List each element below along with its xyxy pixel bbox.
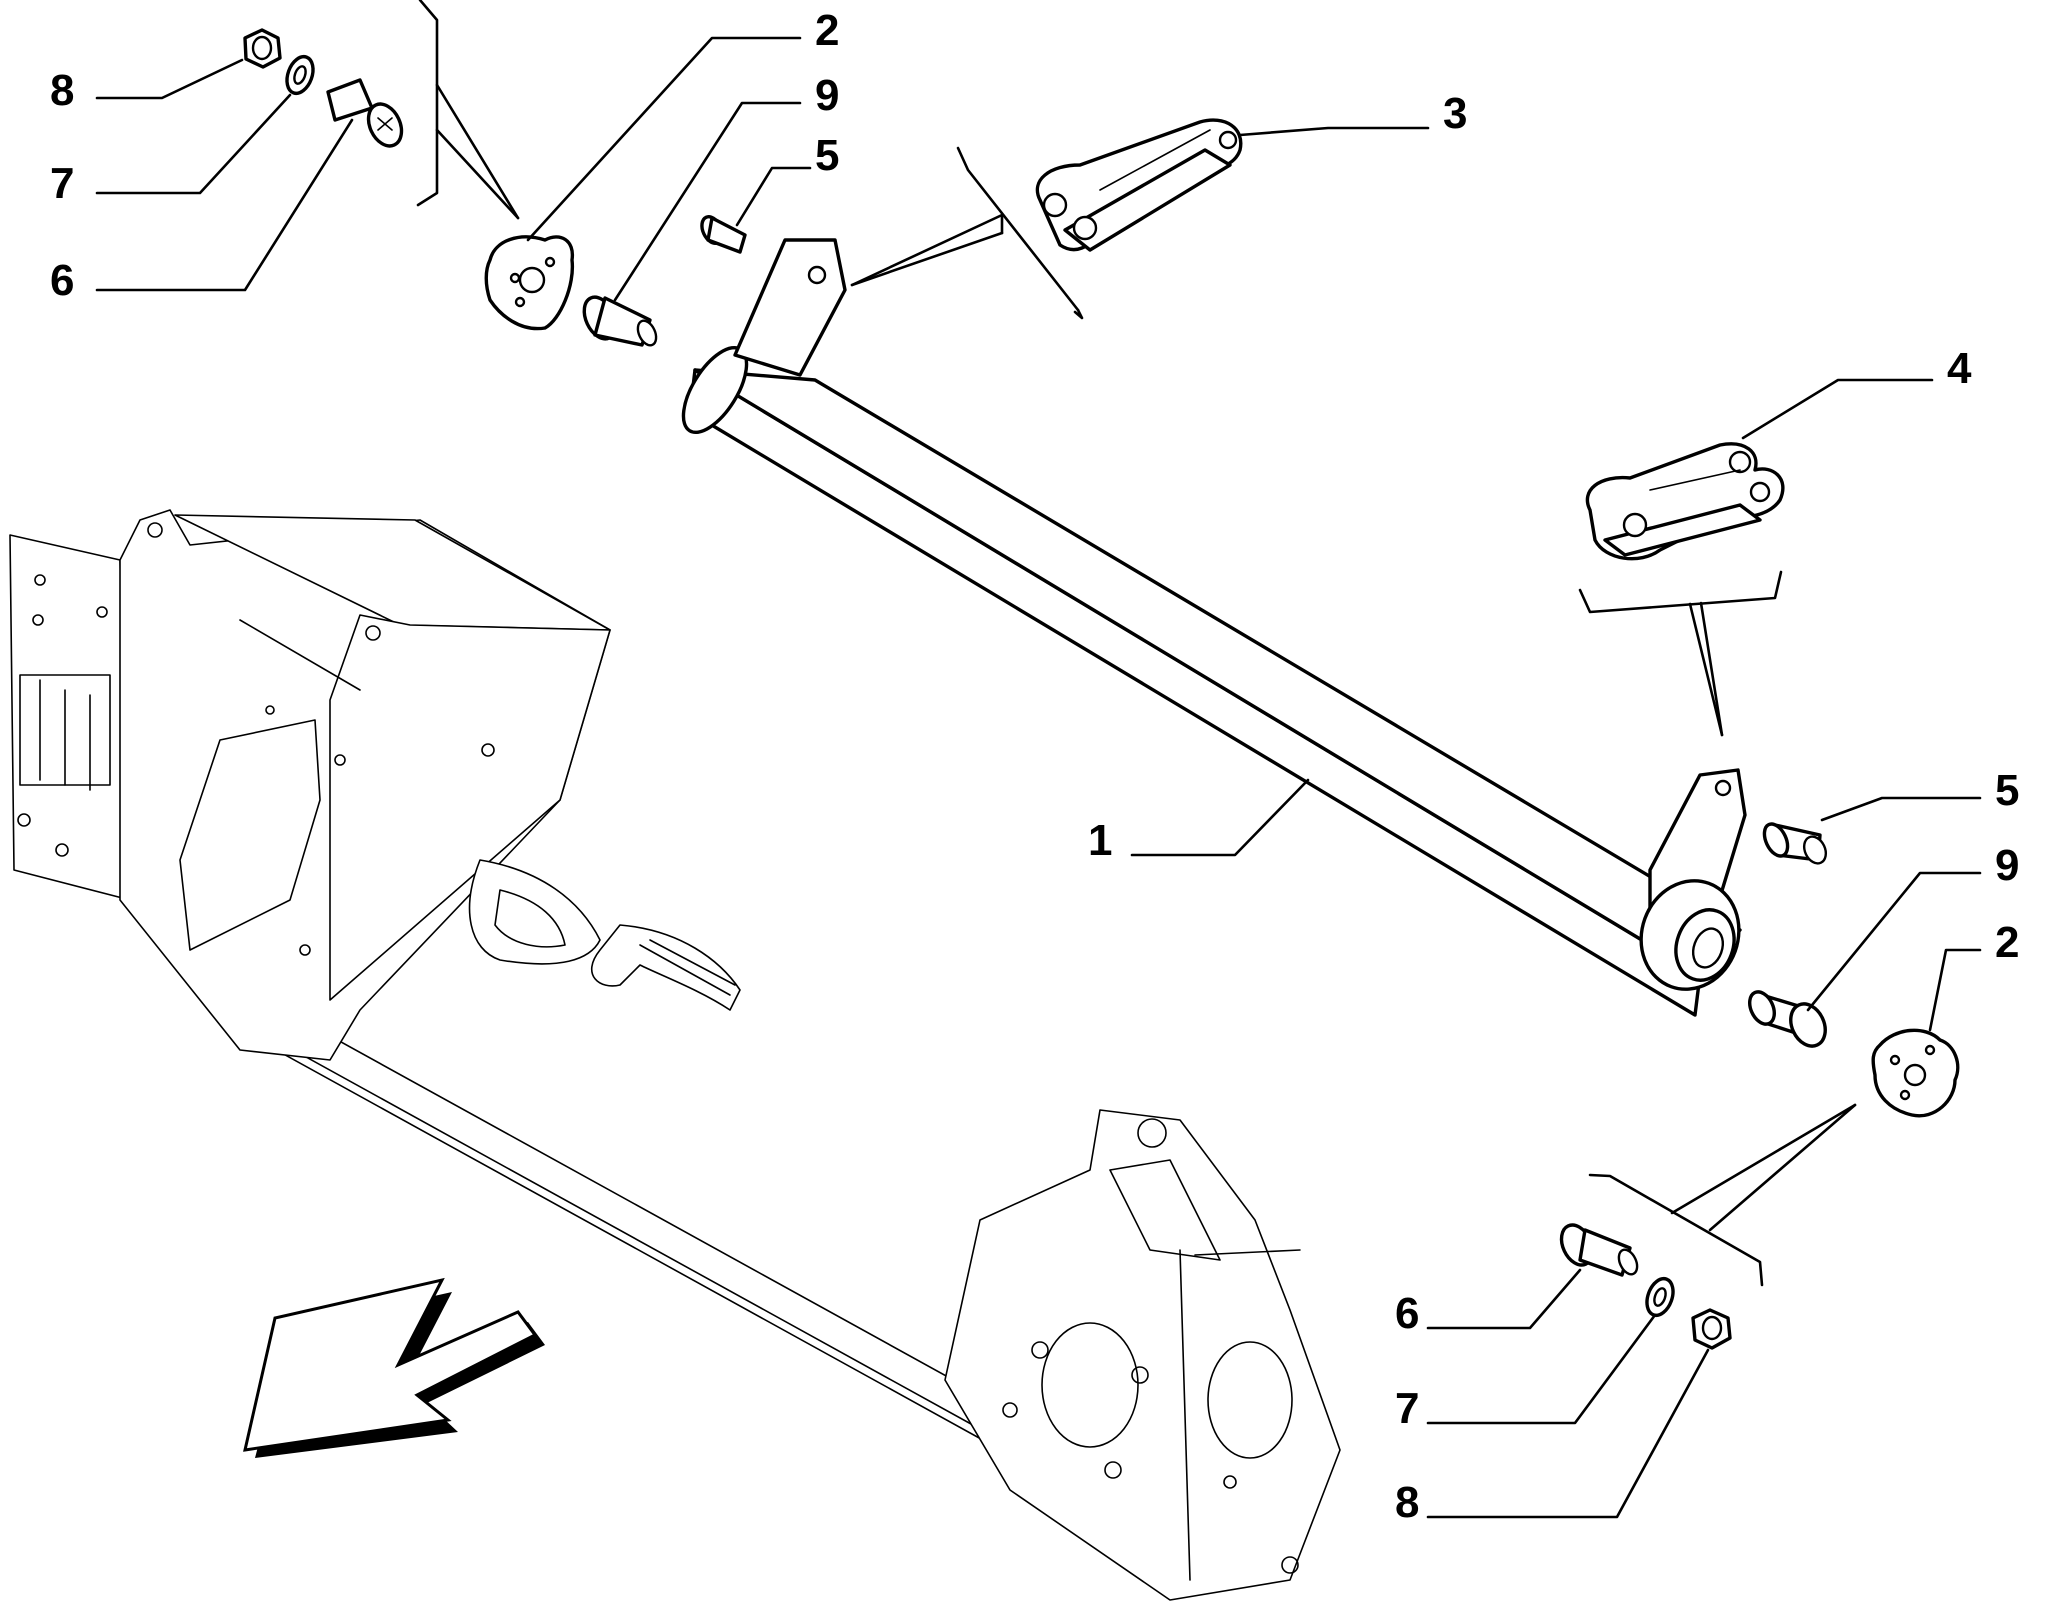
bolt-part-9-lower: [1748, 990, 1827, 1048]
washer-part-7-upper: [285, 54, 315, 96]
nut-part-8-upper: [243, 28, 282, 69]
link-plate-part-3: [1035, 118, 1243, 252]
washer-part-7-lower: [1645, 1276, 1675, 1318]
callout-2-upper: 2: [815, 6, 839, 55]
cross-shaft-part-1: [681, 238, 1747, 1017]
leader-lines: [95, 0, 1982, 1519]
screw-part-6-upper: [326, 78, 404, 148]
pin-part-5-lower: [1762, 822, 1828, 865]
pin-part-5-upper: [700, 215, 747, 254]
callout-9-upper: 9: [815, 71, 839, 120]
callout-labels: 8 7 6 2 9 5 3 4 1 5 9 2 6 7 8: [50, 6, 2019, 1527]
callout-4: 4: [1947, 344, 1972, 393]
callout-6-lower: 6: [1395, 1289, 1419, 1338]
callout-7-upper: 7: [50, 159, 74, 208]
plate-part-2-upper: [484, 235, 575, 331]
plate-part-2-lower: [1871, 1028, 1960, 1118]
callout-2-lower: 2: [1995, 918, 2019, 967]
link-plate-part-4: [1585, 442, 1785, 561]
callout-1: 1: [1088, 816, 1112, 865]
callout-6-upper: 6: [50, 256, 74, 305]
callout-8-upper: 8: [50, 66, 74, 115]
bolt-part-9-upper: [582, 295, 658, 347]
callout-5-upper: 5: [815, 131, 839, 180]
callout-7-lower: 7: [1395, 1384, 1419, 1433]
callout-9-lower: 9: [1995, 841, 2019, 890]
callout-5-lower: 5: [1995, 766, 2019, 815]
callout-3: 3: [1443, 89, 1467, 138]
front-direction-arrow-icon: [243, 1277, 545, 1458]
nut-part-8-lower: [1691, 1308, 1732, 1350]
callout-8-lower: 8: [1395, 1478, 1419, 1527]
screw-part-6-lower: [1559, 1223, 1639, 1277]
pedal-box-assembly: [9, 509, 1341, 1601]
